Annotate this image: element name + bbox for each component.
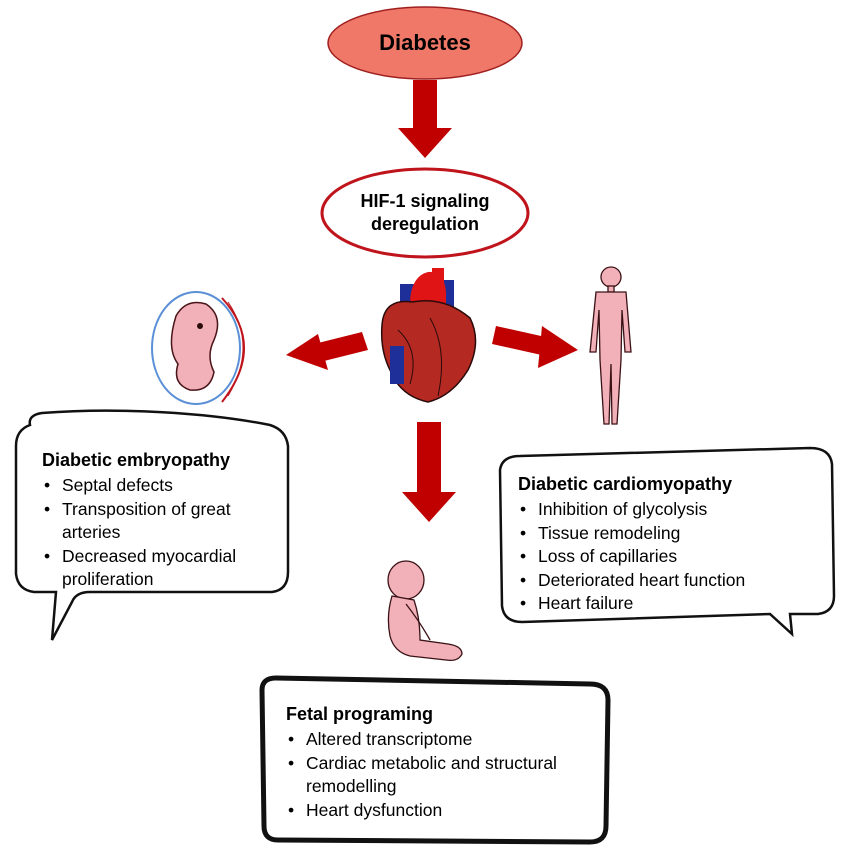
- diabetes-node: [327, 6, 523, 80]
- fetal-item: Cardiac metabolic and structural: [286, 752, 602, 776]
- cardiomyopathy-item: Deteriorated heart function: [518, 569, 818, 593]
- baby-icon: [387, 560, 463, 662]
- cardiomyopathy-item: Heart failure: [518, 592, 818, 616]
- cardiomyopathy-title: Diabetic cardiomyopathy: [518, 474, 733, 494]
- embryopathy-title: Diabetic embryopathy: [42, 450, 231, 470]
- hif-label-line1: HIF-1 signaling: [360, 191, 490, 211]
- embryo-icon: [151, 291, 245, 405]
- embryopathy-item: Transposition of great arteries: [42, 498, 282, 545]
- cardiomyopathy-item: Tissue remodeling: [518, 522, 818, 546]
- hif-node: [320, 167, 530, 259]
- adult-figure-icon: [589, 266, 632, 425]
- embryopathy-item: Decreased myocardial: [42, 545, 282, 569]
- embryopathy-text: Diabetic embryopathy Septal defects Tran…: [42, 450, 282, 592]
- cardiomyopathy-item: Inhibition of glycolysis: [518, 498, 818, 522]
- embryopathy-item: Septal defects: [42, 474, 282, 498]
- fetal-title: Fetal programing: [286, 704, 434, 724]
- cardiomyopathy-item: Loss of capillaries: [518, 545, 818, 569]
- arrow-down-2: [402, 422, 456, 522]
- fetal-item: Heart dysfunction: [286, 799, 602, 823]
- hif-label: HIF-1 signaling deregulation: [322, 190, 528, 236]
- arrow-down-1: [398, 80, 452, 158]
- fetal-item: Altered transcriptome: [286, 728, 602, 752]
- fetal-text: Fetal programing Altered transcriptome C…: [286, 704, 602, 822]
- fetal-item-continued: remodelling: [306, 776, 397, 796]
- diabetes-label: Diabetes: [379, 30, 471, 55]
- hif-label-line2: deregulation: [370, 214, 479, 234]
- embryopathy-item-continued: proliferation: [62, 569, 154, 589]
- arrow-left: [286, 332, 368, 370]
- arrow-right: [492, 326, 578, 368]
- cardiomyopathy-text: Diabetic cardiomyopathy Inhibition of gl…: [518, 474, 818, 616]
- heart-icon: [380, 268, 477, 403]
